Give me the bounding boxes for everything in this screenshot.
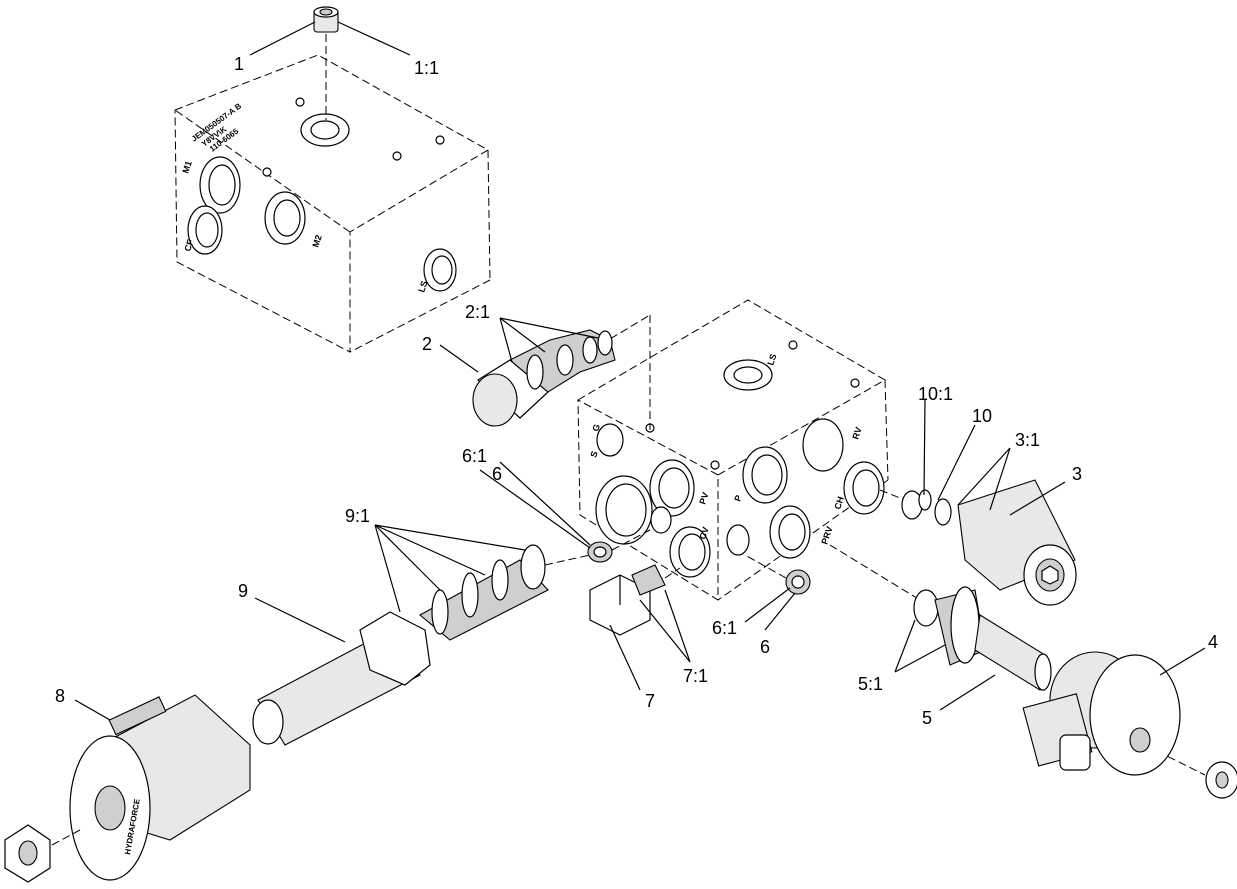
callout-5-1: 5:1: [858, 674, 883, 694]
part-9-cartridge: [252, 544, 591, 746]
callout-3-1: 3:1: [1015, 430, 1040, 450]
part-4-coil: [1022, 651, 1237, 799]
callout-10-1: 10:1: [918, 384, 953, 404]
leader-lines: [74, 21, 1206, 721]
port-label-prv: PRV: [819, 525, 834, 546]
port-label-s: S: [588, 450, 599, 459]
part-5-tube: [829, 544, 1052, 691]
callout-6-1-lower: 6:1: [712, 618, 737, 638]
upper-manifold-block: JEM050507-A B Y8VV\K 110-6065 M1 CF M2 L…: [174, 54, 491, 353]
callout-6-1-upper: 6:1: [462, 446, 487, 466]
callout-6-upper: 6: [492, 464, 502, 484]
port-label-cv: CV: [697, 526, 710, 541]
port-label-p: P: [732, 494, 743, 503]
port-label-ch: CH: [832, 495, 846, 510]
part-7-plug: [589, 564, 681, 636]
part-3-cartridge: [879, 479, 1077, 606]
callout-9: 9: [238, 581, 248, 601]
callout-6-lower: 6: [760, 637, 770, 657]
port-label-ls-upper: LS: [416, 280, 429, 294]
lower-manifold-block: G S PV CV P PRV CH RV LS: [577, 299, 889, 601]
callout-9-1: 9:1: [345, 506, 370, 526]
callout-8: 8: [55, 686, 65, 706]
callout-4: 4: [1208, 632, 1218, 652]
port-label-cf: CF: [182, 238, 195, 253]
port-label-rv: RV: [850, 426, 863, 441]
port-label-ls-lower: LS: [765, 353, 778, 367]
callout-10: 10: [972, 406, 992, 426]
callout-5: 5: [922, 708, 932, 728]
callout-1-1: 1:1: [414, 58, 439, 78]
port-label-g: G: [590, 423, 602, 433]
callout-labels: 1 1:1 2 2:1 10:1 10 3:1 3 4 5:1 5 6:1 6 …: [55, 54, 1218, 728]
callout-1: 1: [234, 54, 244, 74]
part-6-plug-upper: [587, 529, 651, 563]
port-label-m2: M2: [310, 234, 323, 249]
part-2-cartridge-valve: [472, 314, 651, 430]
part-8-coil: HYDRAFORCE: [4, 694, 251, 883]
callout-3: 3: [1072, 464, 1082, 484]
callout-2: 2: [422, 334, 432, 354]
callout-7-1: 7:1: [683, 666, 708, 686]
part-6-plug-lower: [744, 554, 811, 595]
part-1-plug: [313, 6, 339, 120]
callout-2-1: 2:1: [465, 302, 490, 322]
callout-7: 7: [645, 691, 655, 711]
port-label-m1: M1: [180, 160, 193, 175]
port-label-pv: PV: [697, 491, 710, 506]
